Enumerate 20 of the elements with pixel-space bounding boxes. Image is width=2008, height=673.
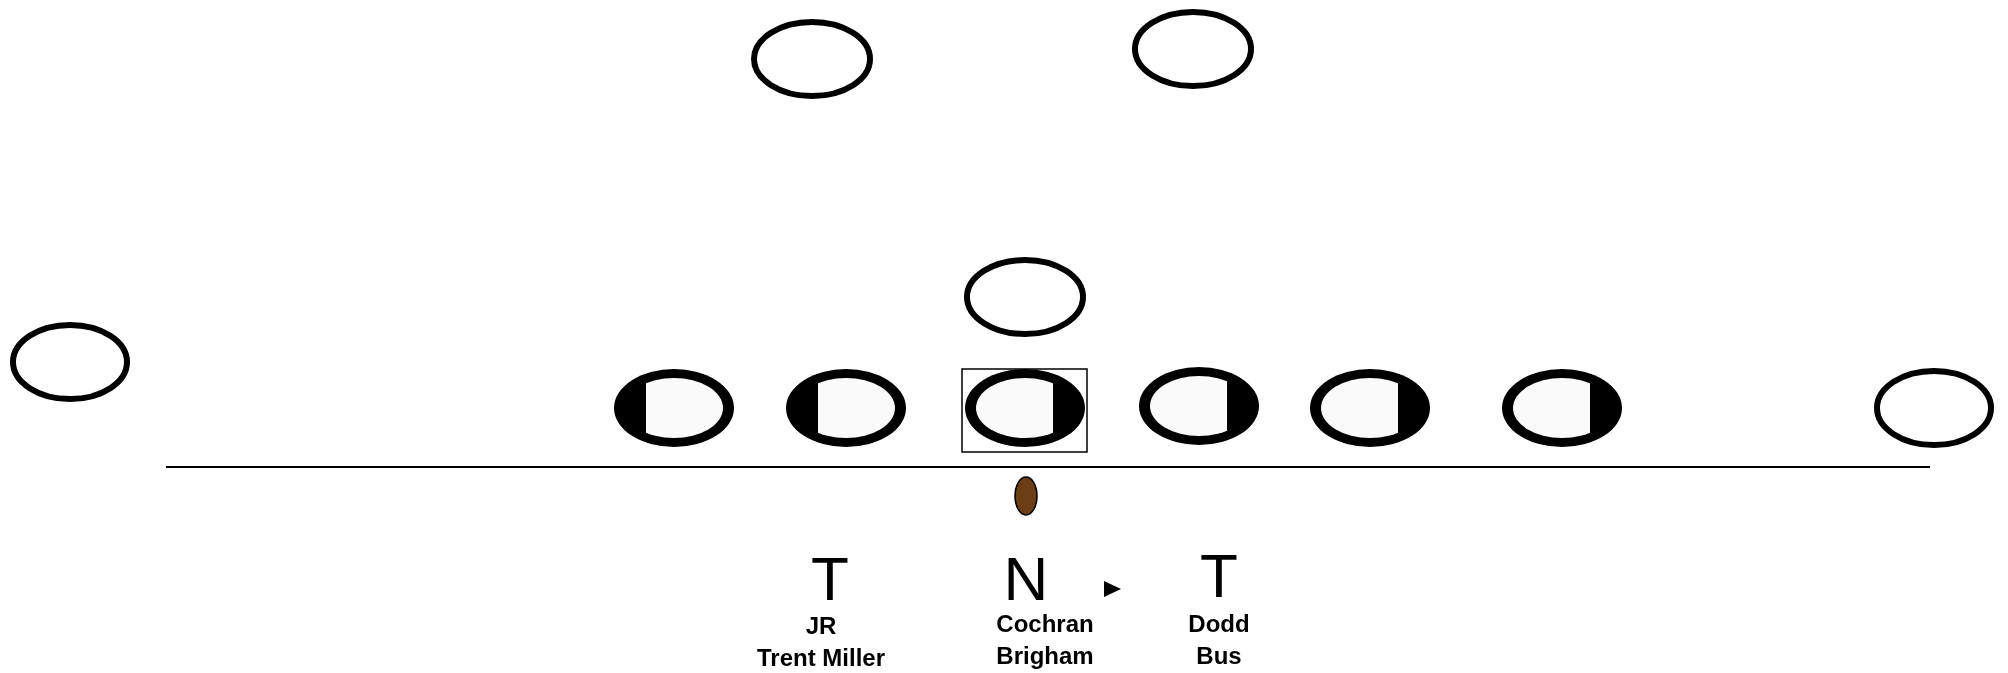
player-name: Cochran <box>996 612 1094 636</box>
player-oval <box>961 254 1089 340</box>
lineman-symbol <box>611 366 737 450</box>
player-name: JR <box>805 614 837 638</box>
position-letter: N <box>1003 548 1049 610</box>
player-oval <box>1871 365 1997 451</box>
player-oval <box>1129 6 1257 92</box>
player-oval <box>748 16 876 102</box>
lineman-symbol <box>1136 364 1262 448</box>
lineman-symbol <box>1499 366 1625 450</box>
lineman-symbol <box>1307 366 1433 450</box>
position-letter: T <box>811 548 849 610</box>
player-name: Trent Miller <box>757 646 885 670</box>
football <box>1012 474 1040 518</box>
player-name: Dodd <box>1188 612 1250 636</box>
player-oval <box>7 319 133 405</box>
position-letter: T <box>1200 545 1238 607</box>
player-name: Brigham <box>996 644 1094 668</box>
lineman-symbol <box>783 366 909 450</box>
player-name: Bus <box>1196 644 1242 668</box>
